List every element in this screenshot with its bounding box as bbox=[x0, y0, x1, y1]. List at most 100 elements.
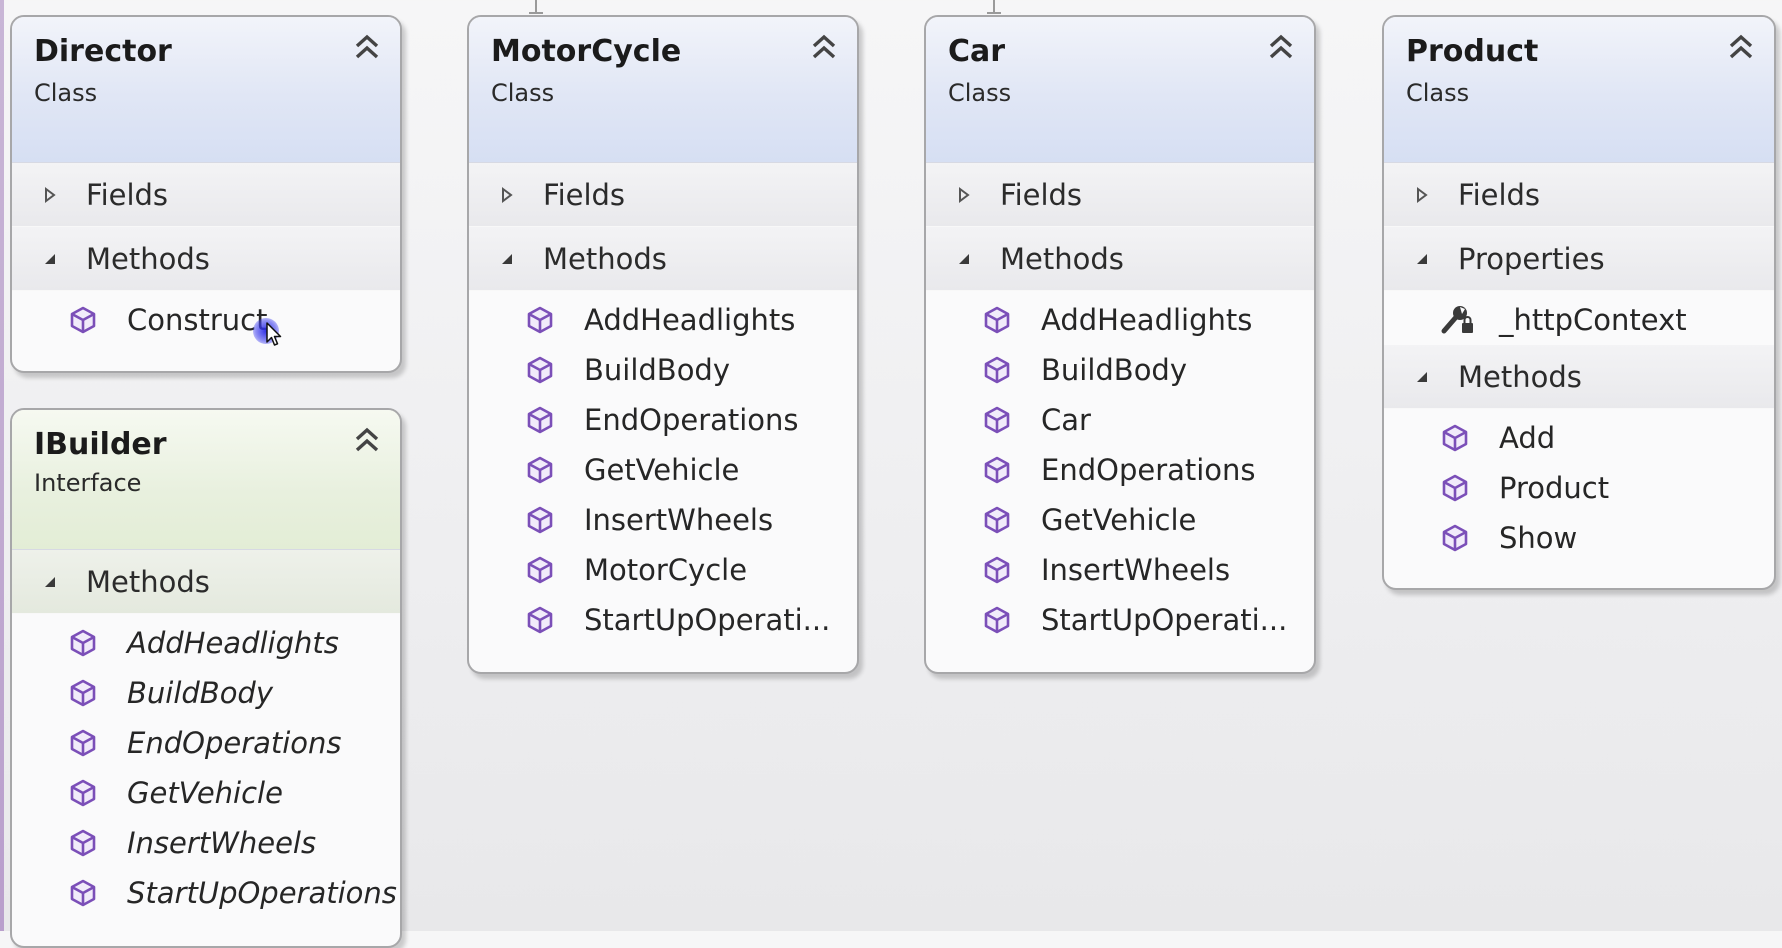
collapse-icon[interactable] bbox=[1266, 33, 1296, 61]
method-cube-icon bbox=[525, 455, 555, 485]
fields-section-toggle[interactable]: Fields bbox=[1384, 163, 1774, 227]
method-item[interactable]: GetVehicle bbox=[469, 445, 857, 495]
method-cube-icon bbox=[982, 305, 1012, 335]
method-item[interactable]: BuildBody bbox=[469, 345, 857, 395]
properties-section-toggle[interactable]: Properties bbox=[1384, 227, 1774, 291]
class-kind: Class bbox=[34, 79, 98, 107]
method-item[interactable]: EndOperations bbox=[926, 445, 1314, 495]
collapse-icon[interactable] bbox=[1726, 33, 1756, 61]
methods-section-toggle[interactable]: Methods bbox=[1384, 345, 1774, 409]
method-item[interactable]: EndOperations bbox=[12, 718, 400, 768]
method-item[interactable]: InsertWheels bbox=[926, 545, 1314, 595]
method-name: BuildBody bbox=[127, 676, 274, 710]
collapse-icon[interactable] bbox=[352, 33, 382, 61]
fields-section-toggle[interactable]: Fields bbox=[12, 163, 400, 227]
method-cube-icon bbox=[68, 628, 98, 658]
method-item[interactable]: AddHeadlights bbox=[926, 295, 1314, 345]
car-class-card[interactable]: Car Class Fields Methods AddHeadlights B… bbox=[924, 15, 1316, 674]
method-cube-icon bbox=[525, 305, 555, 335]
collapse-icon[interactable] bbox=[809, 33, 839, 61]
collapse-arrow-icon bbox=[40, 249, 74, 269]
method-item[interactable]: BuildBody bbox=[926, 345, 1314, 395]
method-item[interactable]: Show bbox=[1384, 513, 1774, 563]
methods-section-toggle[interactable]: Methods bbox=[469, 227, 857, 291]
interface-kind: Interface bbox=[34, 469, 142, 497]
method-name: Show bbox=[1499, 521, 1578, 555]
methods-section-toggle[interactable]: Methods bbox=[926, 227, 1314, 291]
collapse-icon[interactable] bbox=[352, 426, 382, 454]
method-item[interactable]: Add bbox=[1384, 413, 1774, 463]
method-cube-icon bbox=[68, 828, 98, 858]
property-item[interactable]: _httpContext bbox=[1384, 295, 1774, 345]
method-name: BuildBody bbox=[1041, 353, 1188, 387]
method-item[interactable]: Car bbox=[926, 395, 1314, 445]
method-name: StartUpOperations bbox=[127, 876, 397, 910]
method-name: EndOperations bbox=[1041, 453, 1256, 487]
collapse-arrow-icon bbox=[497, 249, 531, 269]
method-item[interactable]: AddHeadlights bbox=[469, 295, 857, 345]
method-name: EndOperations bbox=[127, 726, 342, 760]
inheritance-connector bbox=[529, 0, 543, 14]
expand-arrow-icon bbox=[1412, 185, 1446, 205]
collapse-arrow-icon bbox=[1412, 367, 1446, 387]
expand-arrow-icon bbox=[954, 185, 988, 205]
class-name: MotorCycle bbox=[491, 34, 682, 69]
method-item[interactable]: GetVehicle bbox=[926, 495, 1314, 545]
method-name: GetVehicle bbox=[584, 453, 740, 487]
section-label: Fields bbox=[543, 177, 626, 212]
method-cube-icon bbox=[525, 405, 555, 435]
motorcycle-class-card[interactable]: MotorCycle Class Fields Methods AddHeadl… bbox=[467, 15, 859, 674]
method-cube-icon bbox=[525, 505, 555, 535]
method-cube-icon bbox=[525, 355, 555, 385]
section-label: Fields bbox=[1000, 177, 1083, 212]
fields-section-toggle[interactable]: Fields bbox=[469, 163, 857, 227]
method-name: MotorCycle bbox=[584, 553, 748, 587]
collapse-arrow-icon bbox=[954, 249, 988, 269]
method-name: StartUpOperati... bbox=[584, 603, 831, 637]
method-item[interactable]: InsertWheels bbox=[469, 495, 857, 545]
director-class-card[interactable]: Director Class Fields Methods Construct bbox=[10, 15, 402, 373]
section-label: Methods bbox=[1458, 359, 1582, 394]
method-item[interactable]: Product bbox=[1384, 463, 1774, 513]
method-cube-icon bbox=[525, 555, 555, 585]
section-label: Methods bbox=[543, 241, 667, 276]
method-name: Car bbox=[1041, 403, 1091, 437]
inheritance-connector bbox=[987, 0, 1001, 14]
method-item[interactable]: Construct bbox=[12, 295, 400, 345]
method-item[interactable]: GetVehicle bbox=[12, 768, 400, 818]
methods-section-toggle[interactable]: Methods bbox=[12, 550, 400, 614]
method-item[interactable]: InsertWheels bbox=[12, 818, 400, 868]
method-item[interactable]: StartUpOperati... bbox=[469, 595, 857, 645]
method-item[interactable]: AddHeadlights bbox=[12, 618, 400, 668]
method-cube-icon bbox=[68, 878, 98, 908]
method-cube-icon bbox=[68, 678, 98, 708]
method-cube-icon bbox=[68, 728, 98, 758]
method-cube-icon bbox=[982, 355, 1012, 385]
class-name: Car bbox=[948, 34, 1006, 69]
method-item[interactable]: StartUpOperations bbox=[12, 868, 400, 918]
product-class-card[interactable]: Product Class Fields Properties _httpCon… bbox=[1382, 15, 1776, 590]
section-label: Properties bbox=[1458, 241, 1605, 276]
method-item[interactable]: MotorCycle bbox=[469, 545, 857, 595]
method-name: InsertWheels bbox=[584, 503, 774, 537]
method-cube-icon bbox=[982, 505, 1012, 535]
method-cube-icon bbox=[525, 605, 555, 635]
method-item[interactable]: StartUpOperati... bbox=[926, 595, 1314, 645]
method-item[interactable]: EndOperations bbox=[469, 395, 857, 445]
ibuilder-interface-card[interactable]: IBuilder Interface Methods AddHeadlights… bbox=[10, 408, 402, 948]
method-cube-icon bbox=[982, 605, 1012, 635]
collapse-arrow-icon bbox=[40, 572, 74, 592]
card-header: IBuilder Interface bbox=[12, 410, 400, 550]
methods-section-toggle[interactable]: Methods bbox=[12, 227, 400, 291]
fields-section-toggle[interactable]: Fields bbox=[926, 163, 1314, 227]
class-kind: Class bbox=[491, 79, 555, 107]
method-name: InsertWheels bbox=[127, 826, 317, 860]
section-label: Fields bbox=[86, 177, 169, 212]
method-cube-icon bbox=[1440, 423, 1470, 453]
section-label: Methods bbox=[1000, 241, 1124, 276]
method-item[interactable]: BuildBody bbox=[12, 668, 400, 718]
class-name: Director bbox=[34, 34, 172, 69]
method-name: InsertWheels bbox=[1041, 553, 1231, 587]
card-header: Director Class bbox=[12, 17, 400, 163]
method-cube-icon bbox=[1440, 523, 1470, 553]
